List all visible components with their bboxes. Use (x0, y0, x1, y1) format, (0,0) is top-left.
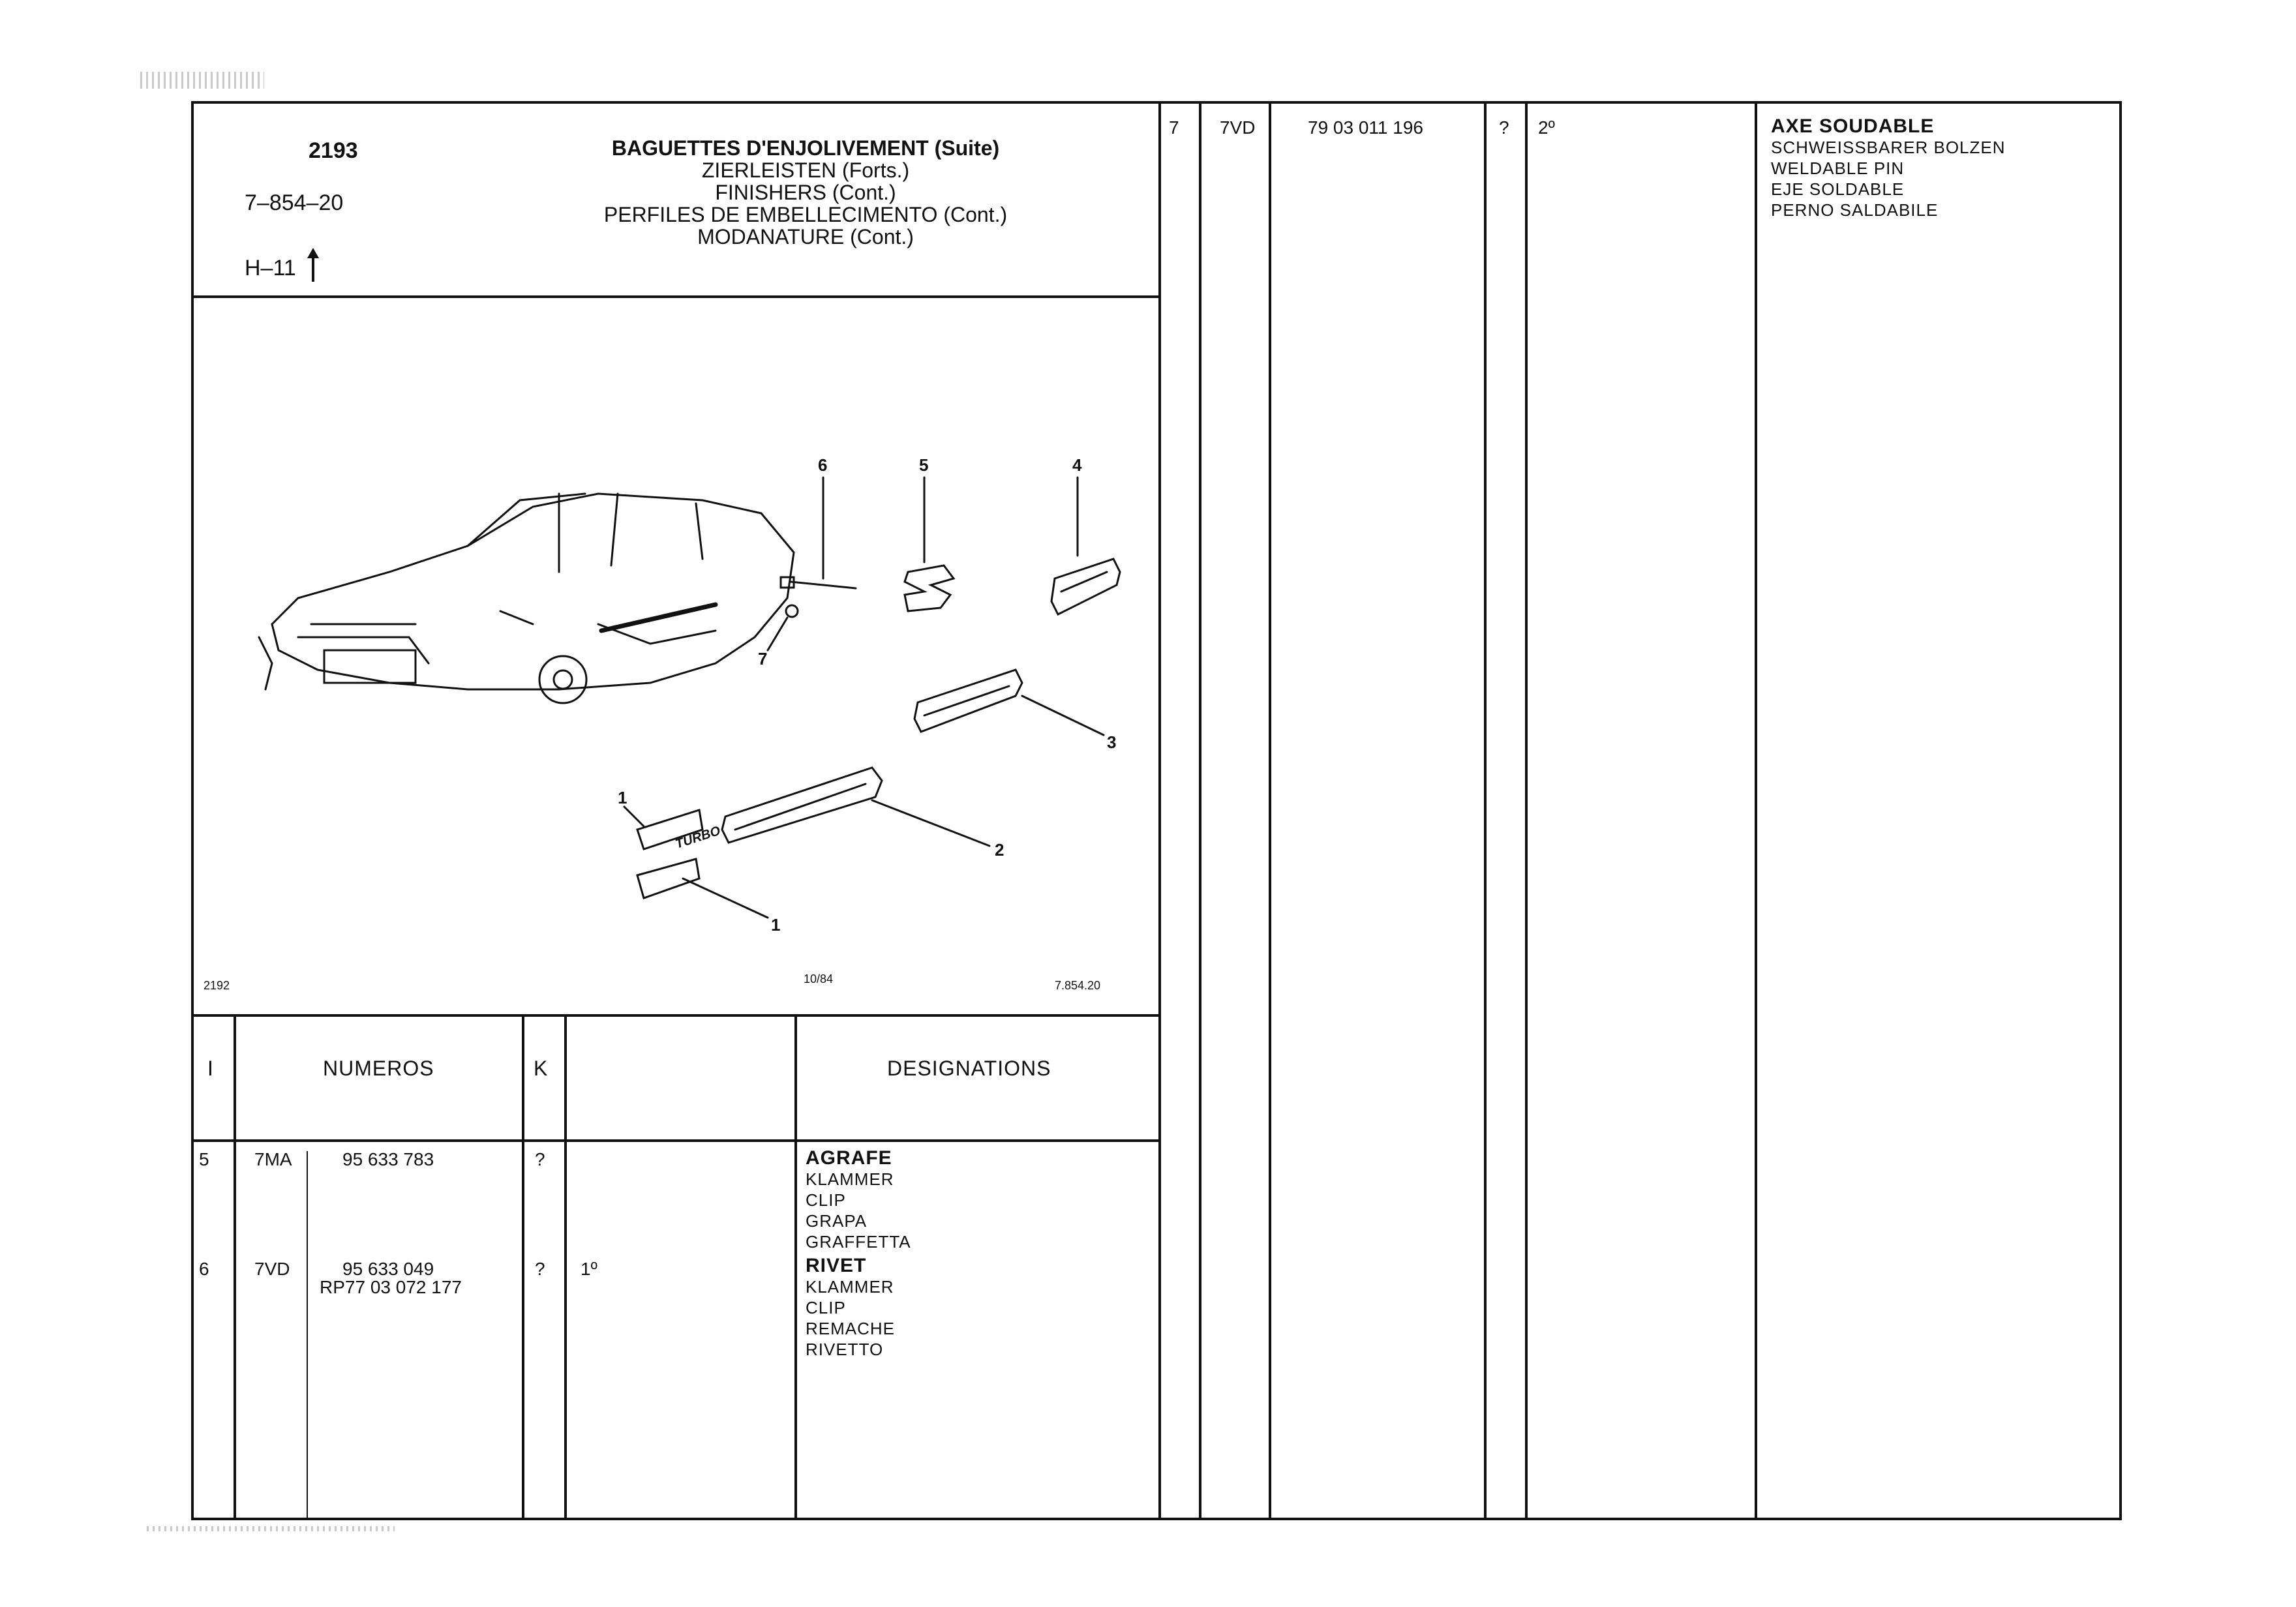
designation-it: PERNO SALDABILE (1771, 200, 1939, 220)
designation-es: GRAPA (806, 1211, 868, 1231)
header-titles: BAGUETTES D'ENJOLIVEMENT (Suite) ZIERLEI… (470, 137, 1141, 248)
col-header-k: K (534, 1057, 549, 1080)
designation-es: EJE SOLDABLE (1771, 179, 1905, 199)
car-drawing (258, 492, 795, 704)
exploded-parts-illustration: TURBO 6 5 4 7 3 1 2 1 2192 10/84 7.854.2… (204, 455, 1121, 992)
callout-2: 2 (995, 840, 1004, 860)
callout-3: 3 (1107, 732, 1116, 752)
scan-artifact (147, 1526, 395, 1531)
row-code: 7VD (254, 1259, 290, 1279)
col-header-designations: DESIGNATIONS (887, 1057, 1051, 1080)
title-it: MODANATURE (Cont.) (697, 225, 914, 248)
badge-text: TURBO (674, 824, 723, 852)
designation-de: KLAMMER (806, 1277, 894, 1297)
up-arrow-icon (307, 248, 320, 282)
row-index: 6 (199, 1259, 209, 1279)
row-code: 7MA (254, 1149, 292, 1169)
designation-en: WELDABLE PIN (1771, 158, 1905, 178)
designation-en: CLIP (806, 1190, 846, 1210)
designation-en: CLIP (806, 1298, 846, 1317)
callout-1-badge: 1 (618, 788, 627, 807)
illustration-ref-right: 7.854.20 (1055, 979, 1100, 992)
designation-it: RIVETTO (806, 1340, 884, 1359)
row-index: 7 (1169, 117, 1179, 138)
row-k: ? (535, 1259, 545, 1279)
designation-de: SCHWEISSBARER BOLZEN (1771, 138, 2006, 157)
row-designations: RIVET KLAMMER CLIP REMACHE RIVETTO (806, 1255, 895, 1360)
row-number: 95 633 049 (342, 1259, 434, 1279)
sheet-code-text: H–11 (245, 256, 296, 280)
row-qty: 1º (581, 1259, 597, 1279)
row-number: 95 633 783 (342, 1149, 434, 1169)
row-k: ? (535, 1149, 545, 1169)
row-code: 7VD (1220, 117, 1256, 138)
row-qty: 2º (1538, 117, 1555, 138)
title-es: PERFILES DE EMBELLECIMENTO (Cont.) (603, 203, 1008, 226)
row-number-alt: RP77 03 072 177 (320, 1277, 462, 1297)
scan-artifact (140, 72, 264, 89)
illustration-date: 10/84 (804, 972, 833, 985)
designation-es: REMACHE (806, 1319, 896, 1338)
sheet-code: H–11 (245, 248, 320, 282)
title-fr: BAGUETTES D'ENJOLIVEMENT (Suite) (611, 136, 1000, 160)
row-number: 79 03 011 196 (1308, 117, 1423, 138)
col-header-numbers: NUMEROS (323, 1057, 434, 1080)
illustration-ref-left: 2192 (204, 979, 230, 992)
callout-4: 4 (1072, 455, 1082, 475)
row-designations: AXE SOUDABLE SCHWEISSBARER BOLZEN WELDAB… (1771, 116, 2006, 220)
row-k: ? (1499, 117, 1509, 138)
group-number: 2193 (309, 138, 358, 163)
designation-fr: RIVET (806, 1255, 867, 1276)
title-de: ZIERLEISTEN (Forts.) (701, 158, 910, 182)
ref-code: 7–854–20 (245, 190, 344, 215)
row-designations: AGRAFE KLAMMER CLIP GRAPA GRAFFETTA (806, 1148, 911, 1252)
designation-de: KLAMMER (806, 1169, 894, 1189)
callout-5: 5 (919, 455, 928, 475)
title-en: FINISHERS (Cont.) (715, 181, 896, 204)
row-index: 5 (199, 1149, 209, 1169)
designation-it: GRAFFETTA (806, 1232, 911, 1252)
designation-fr: AXE SOUDABLE (1771, 115, 1935, 137)
callout-1: 1 (771, 915, 780, 935)
callout-7: 7 (758, 649, 767, 668)
col-header-index: I (207, 1057, 214, 1080)
designation-fr: AGRAFE (806, 1147, 892, 1169)
callout-6: 6 (818, 455, 827, 475)
